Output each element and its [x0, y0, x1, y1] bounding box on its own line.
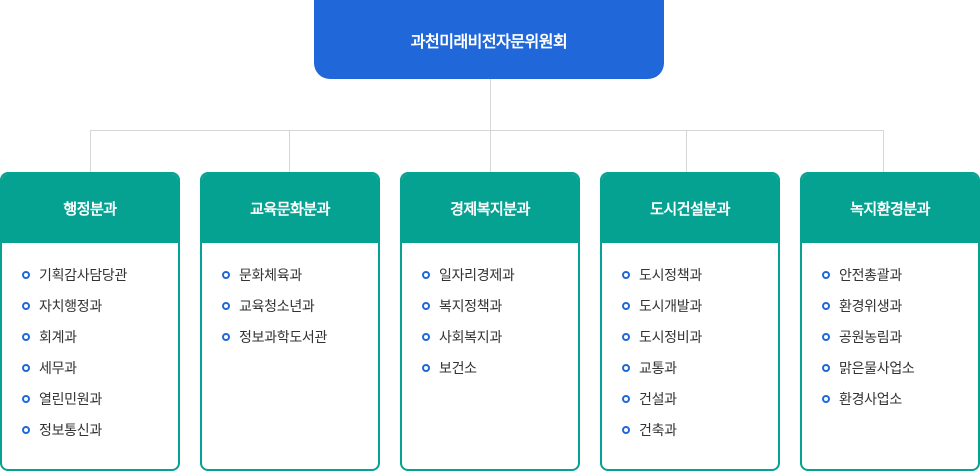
list-item-label: 보건소 [439, 360, 477, 377]
list-item: 교통과 [622, 352, 778, 383]
list-item: 건설과 [622, 383, 778, 414]
connector-root-vertical [490, 79, 491, 131]
list-item-label: 도시정비과 [639, 329, 702, 346]
list-item-label: 환경사업소 [839, 391, 902, 408]
bullet-icon [822, 270, 830, 279]
dept-economy-title: 경제복지분과 [402, 174, 578, 243]
dept-environment-box: 녹지환경분과 안전총괄과 환경위생과 공원농림과 맑은물사업소 환경사업소 [800, 172, 980, 471]
list-item: 교육청소년과 [222, 290, 378, 321]
list-item: 도시정비과 [622, 321, 778, 352]
bullet-icon [622, 363, 630, 372]
list-item-label: 도시정책과 [639, 267, 702, 284]
list-item: 회계과 [22, 321, 178, 352]
dept-admin-box: 행정분과 기획감사담당관 자치행정과 회계과 세무과 열린민원과 정보통신과 [0, 172, 180, 471]
bullet-icon [422, 301, 430, 310]
bullet-icon [822, 363, 830, 372]
dept-economy-list: 일자리경제과 복지정책과 사회복지과 보건소 [402, 243, 578, 383]
connector-drop-4 [686, 130, 687, 173]
dept-admin-title: 행정분과 [2, 174, 178, 243]
dept-education-title: 교육문화분과 [202, 174, 378, 243]
list-item-label: 건축과 [639, 422, 677, 439]
bullet-icon [222, 332, 230, 341]
root-committee-title: 과천미래비전자문위원회 [410, 31, 568, 51]
list-item-label: 정보과학도서관 [239, 329, 328, 346]
list-item-label: 환경위생과 [839, 298, 902, 315]
dept-education-box: 교육문화분과 문화체육과 교육청소년과 정보과학도서관 [200, 172, 380, 471]
list-item-label: 열린민원과 [39, 391, 102, 408]
dept-admin-list: 기획감사담당관 자치행정과 회계과 세무과 열린민원과 정보통신과 [2, 243, 178, 445]
list-item: 기획감사담당관 [22, 259, 178, 290]
bullet-icon [622, 394, 630, 403]
list-item: 정보과학도서관 [222, 321, 378, 352]
dept-education-list: 문화체육과 교육청소년과 정보과학도서관 [202, 243, 378, 352]
list-item: 보건소 [422, 352, 578, 383]
bullet-icon [822, 301, 830, 310]
bullet-icon [22, 425, 30, 434]
bullet-icon [822, 394, 830, 403]
dept-environment-list: 안전총괄과 환경위생과 공원농림과 맑은물사업소 환경사업소 [802, 243, 978, 414]
bullet-icon [22, 363, 30, 372]
list-item: 열린민원과 [22, 383, 178, 414]
connector-horizontal [90, 130, 884, 131]
connector-drop-1 [90, 130, 91, 173]
list-item: 세무과 [22, 352, 178, 383]
bullet-icon [22, 332, 30, 341]
bullet-icon [222, 270, 230, 279]
bullet-icon [822, 332, 830, 341]
list-item: 안전총괄과 [822, 259, 978, 290]
root-committee-box: 과천미래비전자문위원회 [314, 0, 664, 79]
list-item-label: 사회복지과 [439, 329, 502, 346]
bullet-icon [22, 394, 30, 403]
list-item: 문화체육과 [222, 259, 378, 290]
bullet-icon [622, 270, 630, 279]
list-item: 일자리경제과 [422, 259, 578, 290]
dept-environment-title: 녹지환경분과 [802, 174, 978, 243]
list-item-label: 교통과 [639, 360, 677, 377]
list-item: 사회복지과 [422, 321, 578, 352]
bullet-icon [622, 332, 630, 341]
connector-drop-2 [289, 130, 290, 173]
list-item: 도시개발과 [622, 290, 778, 321]
bullet-icon [222, 301, 230, 310]
bullet-icon [422, 332, 430, 341]
list-item-label: 세무과 [39, 360, 77, 377]
connector-drop-3 [490, 130, 491, 173]
list-item: 정보통신과 [22, 414, 178, 445]
list-item-label: 문화체육과 [239, 267, 302, 284]
bullet-icon [422, 270, 430, 279]
list-item-label: 건설과 [639, 391, 677, 408]
list-item-label: 회계과 [39, 329, 77, 346]
list-item-label: 도시개발과 [639, 298, 702, 315]
list-item: 복지정책과 [422, 290, 578, 321]
dept-economy-box: 경제복지분과 일자리경제과 복지정책과 사회복지과 보건소 [400, 172, 580, 471]
list-item-label: 교육청소년과 [239, 298, 315, 315]
list-item-label: 기획감사담당관 [39, 267, 128, 284]
bullet-icon [422, 363, 430, 372]
list-item-label: 복지정책과 [439, 298, 502, 315]
list-item: 환경사업소 [822, 383, 978, 414]
list-item-label: 공원농림과 [839, 329, 902, 346]
list-item-label: 맑은물사업소 [839, 360, 915, 377]
bullet-icon [22, 270, 30, 279]
bullet-icon [622, 301, 630, 310]
list-item: 건축과 [622, 414, 778, 445]
list-item-label: 일자리경제과 [439, 267, 515, 284]
dept-construction-list: 도시정책과 도시개발과 도시정비과 교통과 건설과 건축과 [602, 243, 778, 445]
bullet-icon [22, 301, 30, 310]
connector-drop-5 [883, 130, 884, 173]
list-item: 도시정책과 [622, 259, 778, 290]
list-item: 환경위생과 [822, 290, 978, 321]
bullet-icon [622, 425, 630, 434]
dept-construction-title: 도시건설분과 [602, 174, 778, 243]
list-item: 맑은물사업소 [822, 352, 978, 383]
dept-construction-box: 도시건설분과 도시정책과 도시개발과 도시정비과 교통과 건설과 건축과 [600, 172, 780, 471]
list-item-label: 정보통신과 [39, 422, 102, 439]
list-item-label: 안전총괄과 [839, 267, 902, 284]
list-item: 자치행정과 [22, 290, 178, 321]
list-item-label: 자치행정과 [39, 298, 102, 315]
list-item: 공원농림과 [822, 321, 978, 352]
